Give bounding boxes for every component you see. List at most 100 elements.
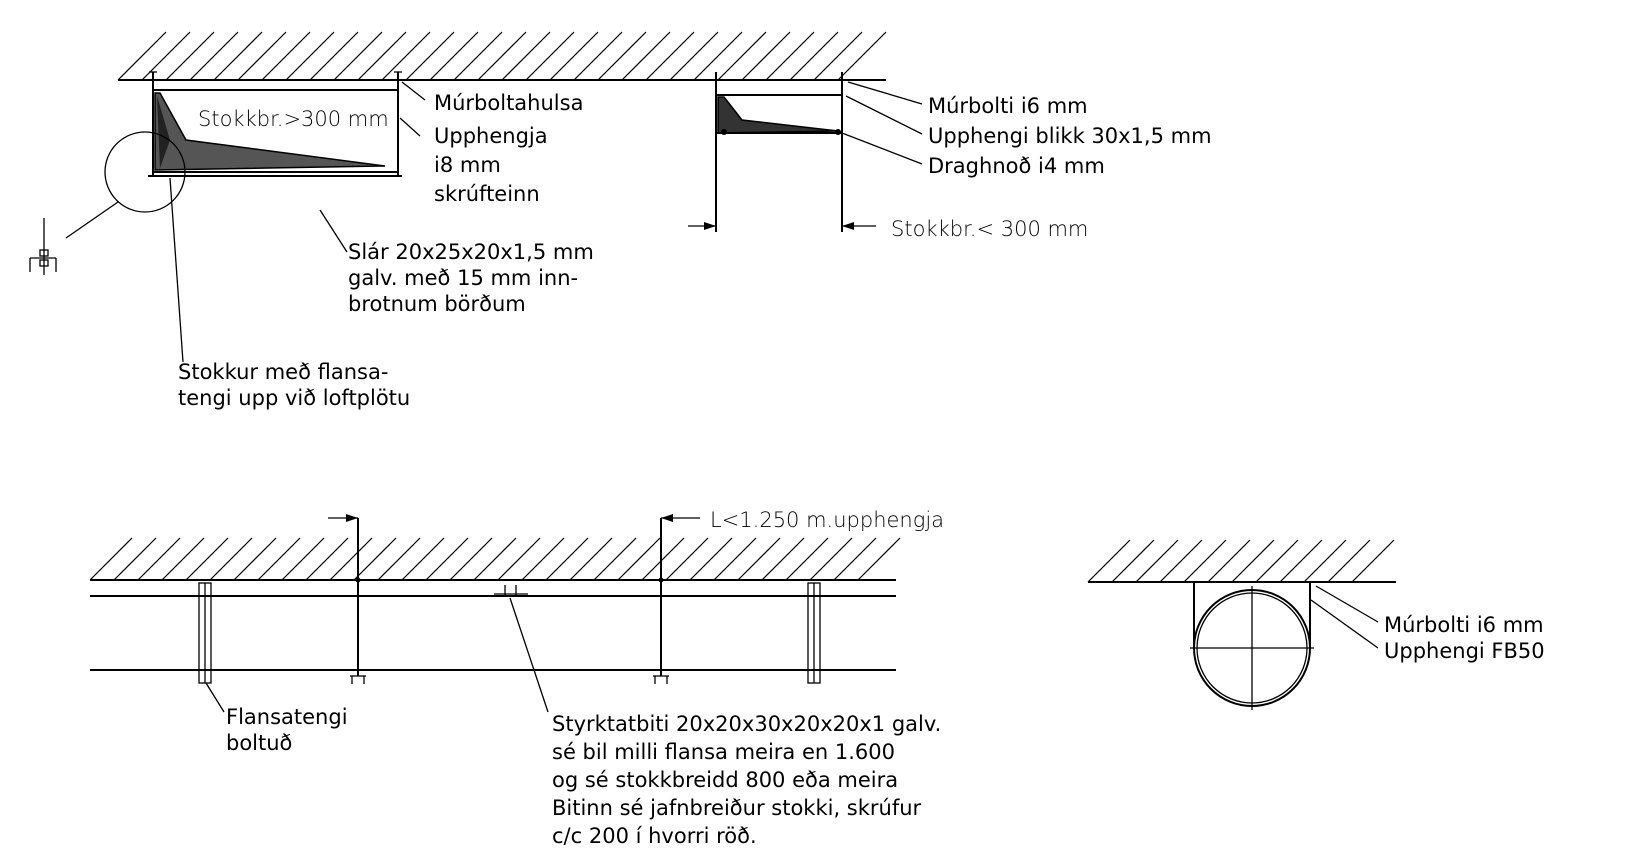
hatch-line (813, 31, 863, 81)
stiffener-label-1: Styrktatbiti 20x20x30x20x20x1 galv. (552, 712, 941, 736)
stiffener-label-2: sé bil milli flansa meira en 1.600 (552, 740, 895, 764)
hatch-line (401, 537, 445, 581)
hatch-line (89, 537, 133, 581)
hatch-line (1159, 539, 1203, 583)
hatch-line (237, 31, 287, 81)
hatch-line (717, 31, 767, 81)
duct-width-label-small: Stokkbr.< 300 mm (891, 217, 1088, 241)
hatch-line (1255, 539, 1299, 583)
hatch-line (1111, 539, 1155, 583)
duct-elevation (90, 514, 896, 713)
hatch-line (381, 31, 431, 81)
hatch-line (1231, 539, 1275, 583)
hatch-line (765, 31, 815, 81)
hatch-line (305, 537, 349, 581)
hatch-line (405, 31, 455, 81)
hatch-line (501, 31, 551, 81)
bar-label-3: brotnum börðum (348, 292, 526, 316)
hatch-line (1207, 539, 1251, 583)
bolt-label-small: Múrbolti i6 mm (928, 94, 1088, 118)
hatch-line (617, 537, 661, 581)
hatch-line (833, 537, 877, 581)
hatch-line (1351, 539, 1395, 583)
hatch-line (497, 537, 541, 581)
hatch-line (213, 31, 263, 81)
duct-label-1: Stokkur með flansa- (178, 360, 388, 384)
bar-label-1: Slár 20x25x20x1,5 mm (348, 240, 594, 264)
hatch-line (645, 31, 695, 81)
hatch-line (1183, 539, 1227, 583)
hatch-line (1303, 539, 1347, 583)
hatch-line (857, 537, 901, 581)
hatch-line (425, 537, 469, 581)
hatch-line (689, 537, 733, 581)
duct-section-large (29, 71, 426, 363)
ceiling-slab-bottom-left (89, 537, 901, 581)
hatch-line (1135, 539, 1179, 583)
hatch-line (521, 537, 565, 581)
round-hanger-label: Upphengi FB50 (1384, 639, 1545, 663)
hatch-line (741, 31, 791, 81)
hanger-label-small: Upphengi blikk 30x1,5 mm (928, 124, 1212, 148)
hatch-line (641, 537, 685, 581)
hatch-line (549, 31, 599, 81)
hatch-line (189, 31, 239, 81)
duct-label-2: tengi upp við loftplötu (178, 386, 410, 410)
hatch-line (573, 31, 623, 81)
hatch-line (1087, 539, 1131, 583)
hanger-label-1: Upphengja (434, 124, 548, 148)
hatch-line (357, 31, 407, 81)
hanger-spacing-label: L<1.250 m.upphengja (710, 508, 944, 532)
hatch-line (569, 537, 613, 581)
ceiling-slab-bottom-right (1087, 539, 1396, 583)
hatch-line (593, 537, 637, 581)
hatch-line (809, 537, 853, 581)
hanger-label-3: skrúfteinn (434, 182, 540, 206)
hatch-line (449, 537, 493, 581)
hatch-line (329, 537, 373, 581)
hatch-line (309, 31, 359, 81)
detail-symbol (29, 218, 57, 275)
hatch-line (477, 31, 527, 81)
hatch-line (473, 537, 517, 581)
hatch-line (1279, 539, 1323, 583)
hatch-line (525, 31, 575, 81)
hatch-line (761, 537, 805, 581)
hatch-line (665, 537, 709, 581)
hatch-line (429, 31, 479, 81)
hatch-line (161, 537, 205, 581)
hatch-line (141, 31, 191, 81)
hatch-line (113, 537, 157, 581)
hatch-line (621, 31, 671, 81)
hatch-line (837, 31, 887, 81)
hatch-line (353, 537, 397, 581)
hatch-line (257, 537, 301, 581)
round-bolt-label: Múrbolti i6 mm (1384, 613, 1544, 637)
hatch-line (137, 537, 181, 581)
hatch-line (693, 31, 743, 81)
hatch-line (669, 31, 719, 81)
hatch-line (281, 537, 325, 581)
ceiling-slab-top (117, 31, 887, 81)
round-duct-section (1186, 581, 1379, 710)
hatch-line (737, 537, 781, 581)
hatch-line (285, 31, 335, 81)
hatch-line (713, 537, 757, 581)
hatch-line (165, 31, 215, 81)
hatch-line (453, 31, 503, 81)
hatch-line (545, 537, 589, 581)
hatch-line (377, 537, 421, 581)
flange-label-1: Flansatengi (226, 705, 348, 729)
stiffener-label-3: og sé stokkbreidd 800 eða meira (552, 768, 898, 792)
hatch-line (785, 537, 829, 581)
hatch-line (333, 31, 383, 81)
rivet-label: Draghnoð i4 mm (928, 154, 1105, 178)
hatch-line (233, 537, 277, 581)
hatch-line (209, 537, 253, 581)
hanger-label-2: i8 mm (434, 153, 501, 177)
hatch-line (261, 31, 311, 81)
hatch-line (597, 31, 647, 81)
bar-label-2: galv. með 15 mm inn- (348, 266, 578, 290)
bolt-sleeve-label: Múrboltahulsa (434, 91, 583, 115)
